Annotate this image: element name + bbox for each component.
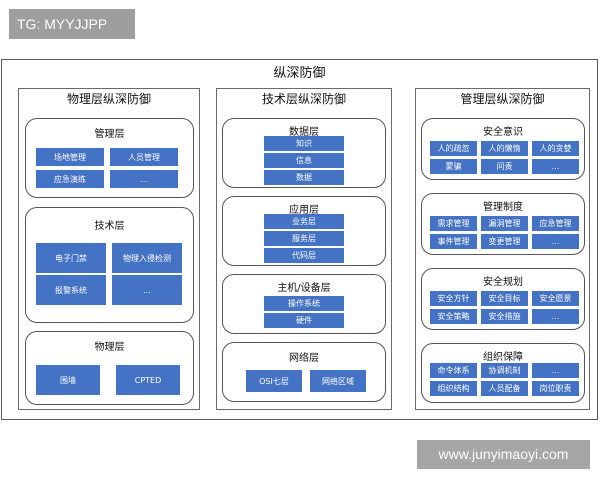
item-box: 人员配备 <box>481 381 528 396</box>
item-box: 服务层 <box>264 231 344 246</box>
item-box: 安全目标 <box>481 291 528 306</box>
item-box: 问责 <box>481 159 528 174</box>
item-box: 安全策略 <box>430 309 477 324</box>
panel-physical-technology: 技术层 电子门禁 物理入侵检测 报警系统 ... <box>25 207 194 323</box>
defense-in-depth-frame: 纵深防御 <box>1 59 598 420</box>
item-box: 业务层 <box>264 214 344 229</box>
item-box: 命令体系 <box>430 363 477 378</box>
item-box: 协调机制 <box>481 363 528 378</box>
item-box: 岗位职责 <box>532 381 579 396</box>
panel-security-planning: 安全规划 安全方针 安全目标 安全愿景 安全策略 安全措施 ... <box>421 268 585 330</box>
tag-label: TG: MYYJJPP <box>9 9 135 39</box>
main-title: 纵深防御 <box>273 66 326 81</box>
item-box: 蒙骗 <box>430 159 477 174</box>
item-box: 代码层 <box>264 248 344 263</box>
panel-title: 安全意识 <box>483 127 523 138</box>
item-box: 漏洞管理 <box>481 216 528 231</box>
item-box: ... <box>110 170 178 188</box>
item-box: 安全愿景 <box>532 291 579 306</box>
panel-title: 技术层 <box>94 221 125 232</box>
item-box: 人的懒惰 <box>481 141 528 156</box>
watermark: www.junyimaoyi.com <box>417 440 590 469</box>
item-box: 人的贪婪 <box>532 141 579 156</box>
panel-organizational-support: 组织保障 命令体系 协调机制 ... 组织结构 人员配备 岗位职责 <box>421 343 585 403</box>
column-management: 管理层纵深防御 安全意识 人的疏忽 人的懒惰 人的贪婪 蒙骗 问责 ... 管理… <box>415 88 590 410</box>
column-technical: 技术层纵深防御 数据层 知识 信息 数据 应用层 业务层 服务层 代码层 主机/… <box>216 88 392 410</box>
item-box: ... <box>532 363 579 378</box>
panel-title: 数据层 <box>289 127 319 138</box>
item-box: ... <box>532 234 579 249</box>
column-physical: 物理层纵深防御 管理层 场地管理 人员管理 应急演练 ... 技术层 电子门禁 … <box>18 88 200 410</box>
item-box: 场地管理 <box>36 148 104 166</box>
panel-title: 网络层 <box>289 353 319 364</box>
item-box: ... <box>532 309 579 324</box>
item-box: 组织结构 <box>430 381 477 396</box>
item-box: 人员管理 <box>110 148 178 166</box>
item-box: 需求管理 <box>430 216 477 231</box>
item-box: ... <box>112 275 182 305</box>
column-title: 物理层纵深防御 <box>66 92 151 106</box>
item-box: 安全措施 <box>481 309 528 324</box>
panel-title: 应用层 <box>289 205 319 216</box>
panel-physical-management: 管理层 场地管理 人员管理 应急演练 ... <box>25 118 194 198</box>
item-box: 知识 <box>264 136 344 151</box>
item-box: 操作系统 <box>264 296 344 311</box>
panel-physical-layer: 物理层 围墙 CPTED <box>25 331 194 405</box>
item-box: 电子门禁 <box>36 243 106 273</box>
panel-host-device-layer: 主机/设备层 操作系统 硬件 <box>222 274 386 334</box>
panel-application-layer: 应用层 业务层 服务层 代码层 <box>222 196 386 266</box>
item-box: 人的疏忽 <box>430 141 477 156</box>
item-box: ... <box>532 159 579 174</box>
item-box: CPTED <box>116 365 180 395</box>
panel-title: 物理层 <box>94 342 125 353</box>
panel-title: 主机/设备层 <box>277 283 331 294</box>
panel-management-system: 管理制度 需求管理 漏洞管理 应急管理 事件管理 变更管理 ... <box>421 193 585 255</box>
item-box: 围墙 <box>36 365 100 395</box>
panel-title: 管理层 <box>94 129 125 140</box>
panel-title: 管理制度 <box>483 202 523 213</box>
item-box: 信息 <box>264 153 344 168</box>
panel-title: 安全规划 <box>483 277 523 288</box>
item-box: 应急演练 <box>36 170 104 188</box>
column-title: 技术层纵深防御 <box>261 92 346 106</box>
item-box: 网络区域 <box>310 370 366 392</box>
panel-title: 组织保障 <box>483 352 523 363</box>
item-box: 数据 <box>264 170 344 185</box>
item-box: 硬件 <box>264 313 344 328</box>
item-box: OSI七层 <box>246 370 302 392</box>
item-box: 事件管理 <box>430 234 477 249</box>
panel-network-layer: 网络层 OSI七层 网络区域 <box>222 342 386 402</box>
item-box: 报警系统 <box>36 275 106 305</box>
panel-data-layer: 数据层 知识 信息 数据 <box>222 118 386 188</box>
item-box: 安全方针 <box>430 291 477 306</box>
panel-security-awareness: 安全意识 人的疏忽 人的懒惰 人的贪婪 蒙骗 问责 ... <box>421 118 585 180</box>
item-box: 变更管理 <box>481 234 528 249</box>
item-box: 物理入侵检测 <box>112 243 182 273</box>
column-title: 管理层纵深防御 <box>460 92 545 106</box>
item-box: 应急管理 <box>532 216 579 231</box>
